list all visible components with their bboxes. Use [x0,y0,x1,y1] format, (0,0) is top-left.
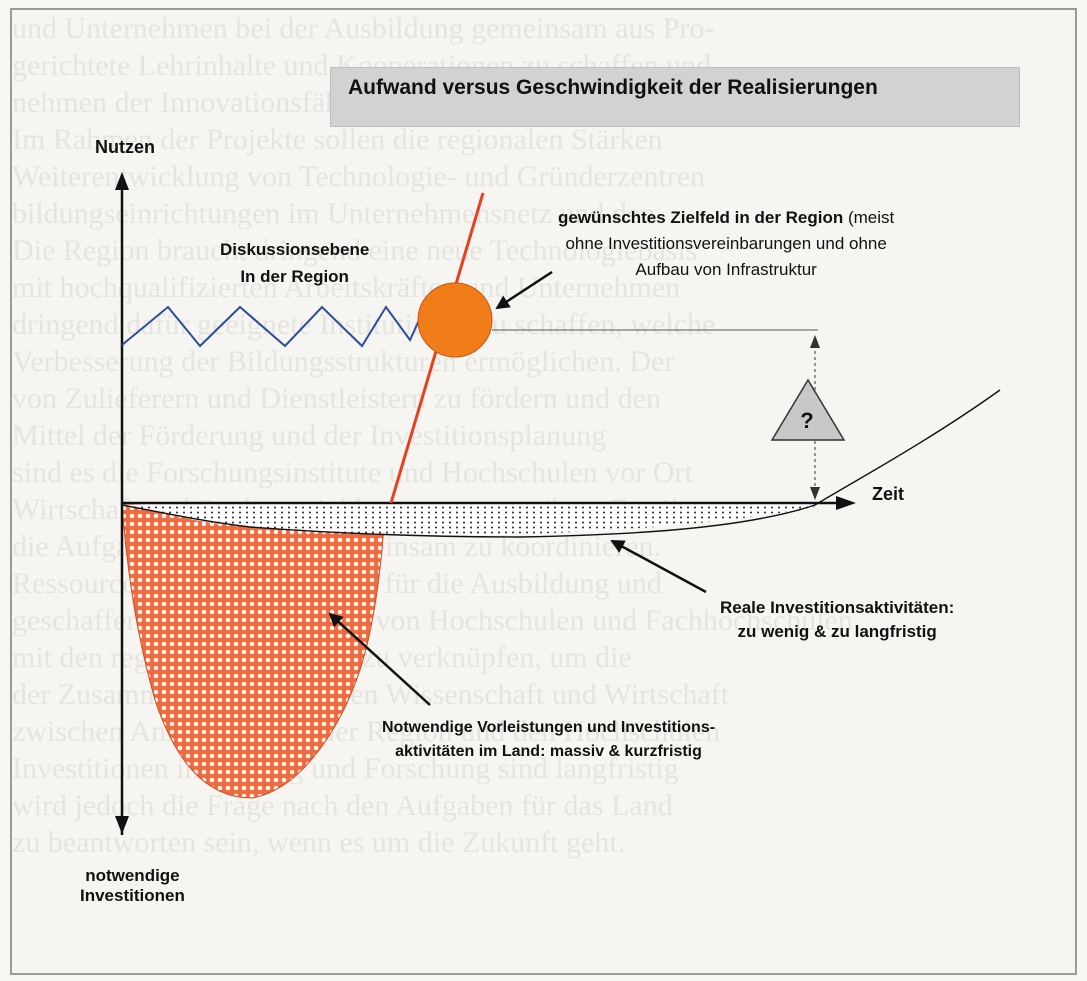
x-axis-label: Zeit [872,484,905,504]
target-label-line2: ohne Investitionsvereinbarungen und ohne [565,234,887,253]
background-text-line: der Zusammenarbeit zwischen Wissenschaft… [12,678,730,711]
y-axis-arrow-down [115,816,129,834]
background-text-line: von Zulieferern und Dienstleistern zu fö… [12,382,661,415]
target-label-rest: (meist [843,208,895,227]
figure-frame [10,8,1077,975]
real-investment-pointer-arrow [610,539,707,594]
background-text-line: dringend dafür geeignete Institutionen z… [12,308,716,341]
question-mark: ? [800,408,813,433]
real-investment-band [122,503,815,536]
target-circle [417,282,493,358]
target-label-line1: gewünschtes Zielfeld in der Region (meis… [558,205,894,231]
y-axis-arrow-up [115,172,129,190]
background-text-line: mit hochqualifizierten Arbeitskräften un… [12,271,681,304]
discussion-zigzag [121,304,427,348]
discussion-label-line2: In der Region [240,267,349,286]
discussion-label-line1: Diskussionsebene [220,240,370,259]
gap-arrow-up [810,335,820,348]
needed-investment-label-line2: aktivitäten im Land: massiv & kurzfristi… [395,743,702,760]
real-investment-curve [121,389,1001,538]
needed-investment-label: Notwendige Vorleistungen und Investition… [382,716,715,764]
background-text-line: Im Rahmen der Projekte sollen die region… [12,123,663,156]
discussion-label: Diskussionsebene In der Region [220,236,369,290]
investment-area [121,504,386,799]
x-axis-arrow [836,496,856,510]
target-pointer-arrow [495,270,553,310]
y-axis-bottom-label-line1: notwendige [85,866,180,885]
target-label-bold: gewünschtes Zielfeld in der Region [558,208,844,227]
real-investment-label-line2: zu wenig & zu langfristig [737,622,937,641]
background-text-line: sind es die Forschungsinstitute und Hoch… [12,456,693,489]
background-text-line: und Unternehmen bei der Ausbildung gemei… [12,12,715,45]
title-bar [330,67,1020,127]
gap-arrow-down [810,487,820,500]
real-investment-label-line1: Reale Investitionsaktivitäten: [720,598,955,617]
background-text-line: zu beantworten sein, wenn es um die Zuku… [12,826,626,859]
background-text-line: bildungseinrichtungen im Unternehmensnet… [12,197,656,230]
real-investment-label: Reale Investitionsaktivitäten: zu wenig … [720,596,954,644]
target-label-line3: Aufbau von Infrastruktur [635,260,817,279]
y-axis-top-label: Nutzen [95,137,155,157]
background-text-line: zwischen Anforderungen der Region und de… [12,715,721,748]
target-label: gewünschtes Zielfeld in der Region (meis… [558,205,894,283]
question-triangle [770,378,846,441]
y-axis-bottom-label: notwendige Investitionen [80,866,185,906]
background-text-line: Mittel der Förderung und der Investition… [12,419,607,452]
background-text-line: Die Region braucht dringend eine neue Te… [12,234,698,267]
diagram-title: Aufwand versus Geschwindigkeit der Reali… [348,76,878,99]
needed-investment-label-line1: Notwendige Vorleistungen und Investition… [382,719,716,736]
needed-investment-pointer-arrow [328,612,431,706]
y-axis-bottom-label-line2: Investitionen [80,886,185,905]
